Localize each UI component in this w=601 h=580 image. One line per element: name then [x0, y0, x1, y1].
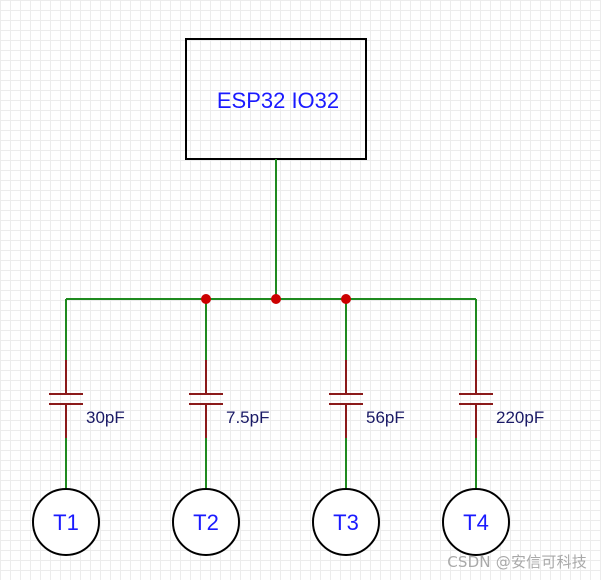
capacitor-value-label: 7.5pF — [226, 408, 269, 427]
esp32-chip-label: ESP32 IO32 — [217, 88, 339, 113]
touch-pad-label: T4 — [463, 510, 489, 535]
touch-pad-circle — [32, 488, 100, 556]
capacitor-value-label: 56pF — [366, 408, 405, 427]
pad-branches: 30pF T1 7.5pF T2 56pF T3 220pF T4 — [32, 299, 544, 556]
junction-dot — [341, 294, 351, 304]
touch-pad-circle — [172, 488, 240, 556]
touch-pad-label: T1 — [53, 510, 79, 535]
capacitor-value-label: 30pF — [86, 408, 125, 427]
watermark: CSDN @安信可科技 — [447, 553, 587, 571]
capacitor-value-label: 220pF — [496, 408, 544, 427]
touch-pad-circle — [312, 488, 380, 556]
touch-pad-circle — [442, 488, 510, 556]
touch-pad-label: T2 — [193, 510, 219, 535]
junction-dot — [271, 294, 281, 304]
touch-pad-label: T3 — [333, 510, 359, 535]
junction-dot — [201, 294, 211, 304]
